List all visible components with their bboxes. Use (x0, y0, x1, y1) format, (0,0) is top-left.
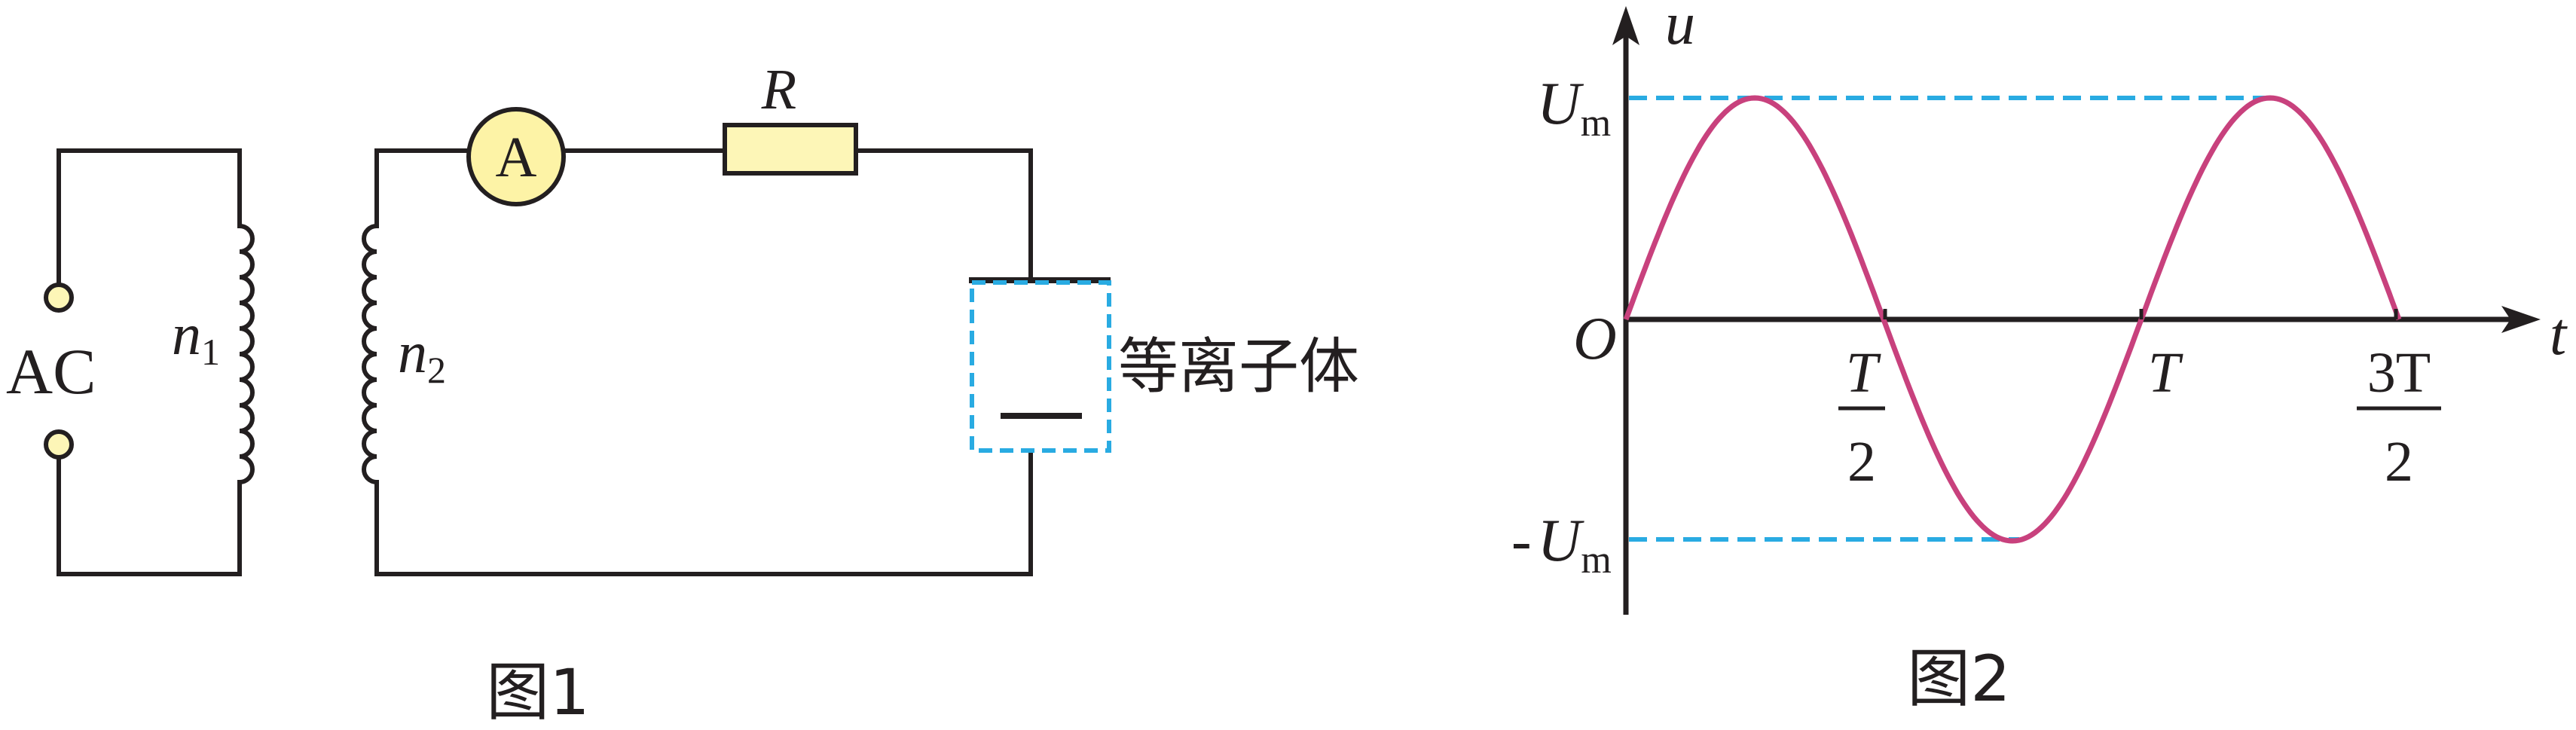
primary-turns-sub: 1 (201, 331, 220, 373)
sine-curve (1623, 95, 2402, 544)
figure-2-caption: 图2 (1907, 642, 2010, 716)
um-sub: m (1581, 102, 1611, 145)
secondary-turns-label: n2 (398, 319, 446, 391)
figure-1-caption: 图1 (486, 655, 589, 729)
neg-sign: - (1511, 508, 1532, 574)
neg-um-label: -Um (1511, 508, 1612, 582)
ac-terminal-top (44, 283, 74, 313)
secondary-turns-sub: 2 (427, 349, 446, 391)
primary-turns-var: n (172, 301, 201, 367)
um-var: U (1537, 71, 1584, 137)
figure-2-graph (1612, 6, 2541, 615)
tick-period-label: T (2148, 341, 2183, 405)
tick-three-half-numerator: 3T (2367, 341, 2431, 405)
ac-terminal-bottom (44, 429, 74, 460)
plasma-label: 等离子体 (1118, 331, 1359, 402)
ammeter-label: A (496, 126, 537, 189)
primary-coil (237, 223, 255, 485)
resistor (723, 123, 858, 176)
tick-half-denominator: 2 (1847, 430, 1876, 493)
ammeter (466, 107, 566, 206)
x-axis-label: t (2550, 301, 2568, 368)
secondary-wire (374, 148, 1033, 576)
x-axis-arrow-icon (2501, 306, 2541, 333)
tick-three-half-num-text: 3T (2367, 341, 2431, 405)
tick-three-half-denominator: 2 (2385, 430, 2413, 493)
ac-source-label: AC (6, 335, 96, 408)
origin-label: O (1573, 306, 1617, 372)
plasma-region (970, 280, 1111, 453)
secondary-coil (362, 223, 380, 485)
y-axis-label: u (1665, 0, 1695, 57)
secondary-turns-var: n (398, 319, 427, 385)
primary-wire (57, 148, 242, 576)
tick-half-numerator: T (1846, 341, 1881, 405)
resistor-label: R (761, 58, 796, 121)
neg-um-sub: m (1581, 539, 1611, 582)
y-axis-arrow-icon (1612, 6, 1639, 45)
um-label: Um (1537, 71, 1611, 145)
neg-um-var: U (1538, 508, 1585, 574)
primary-turns-label: n1 (172, 301, 220, 373)
